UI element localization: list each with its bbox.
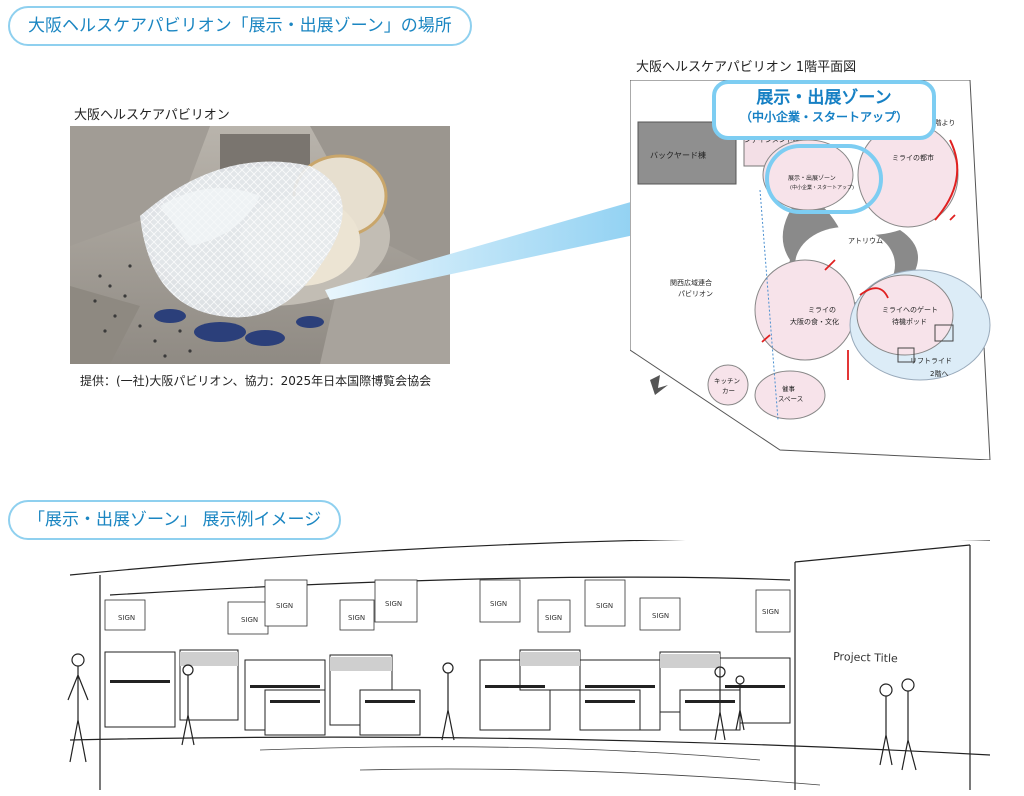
sign-1: SIGN [118,614,135,622]
kitchen-car-label: キッチン [714,377,740,385]
backyard-label: バックヤード棟 [650,150,706,160]
food-label-1: ミライの [808,306,836,314]
kansai-label-2: パビリオン [678,289,713,298]
sign-2: SIGN [241,616,258,624]
gate-label-1: ミライへのゲート [882,305,938,314]
sign-7: SIGN [545,614,562,622]
callout-title: 展示・出展ゾーン [756,88,892,108]
event-space-label: 催事 [782,384,796,393]
callout-subtitle: （中小企業・スタートアップ） [739,110,908,124]
bottom-heading: 「展示・出展ゾーン」 展示例イメージ [8,500,342,540]
food-label-2: 大阪の食・文化 [790,317,839,326]
to2f-label: 2階へ [930,369,948,378]
kansai-label-1: 関西広域連合 [670,278,712,287]
sign-3: SIGN [276,602,293,610]
sign-10: SIGN [762,608,779,616]
exhibit-sketch: SIGN SIGN SIGN SIGN SIGN SIGN SIGN SIGN … [60,537,1010,790]
top-heading: 大阪ヘルスケアパビリオン「展示・出展ゾーン」の場所 [8,6,472,46]
sign-9: SIGN [652,612,669,620]
photo-credit: 提供：(一社)大阪パビリオン、協力：2025年日本国際博覧会協会 [80,374,432,388]
zone-sub-label: (中小企業・スタートアップ) [790,184,854,191]
svg-text:カー: カー [722,387,735,395]
project-title: Project Title [833,650,898,665]
mirai-city-label: ミライの都市 [892,153,934,162]
sign-4: SIGN [348,614,365,622]
svg-text:スペース: スペース [778,395,803,403]
zone-label: 展示・出展ゾーン [788,174,836,182]
floorplan: バックヤード棟 ンテインメント棟 アトリウム ミライの都市 2階より 展示・出展… [629,79,1000,461]
sign-6: SIGN [490,600,507,608]
zone-callout: 展示・出展ゾーン （中小企業・スタートアップ） [712,80,936,140]
sign-8: SIGN [596,602,613,610]
floorplan-title: 大阪ヘルスケアパビリオン 1階平面図 [636,60,857,75]
atrium-label: アトリウム [848,237,883,245]
gate-label-2: 待機ポッド [892,317,927,326]
from2f-label: 2階より [930,118,955,127]
photo-title: 大阪ヘルスケアパビリオン [74,108,230,123]
lift-label: リフトライド [910,357,952,365]
sign-5: SIGN [385,600,402,608]
callout-ring [765,144,883,214]
